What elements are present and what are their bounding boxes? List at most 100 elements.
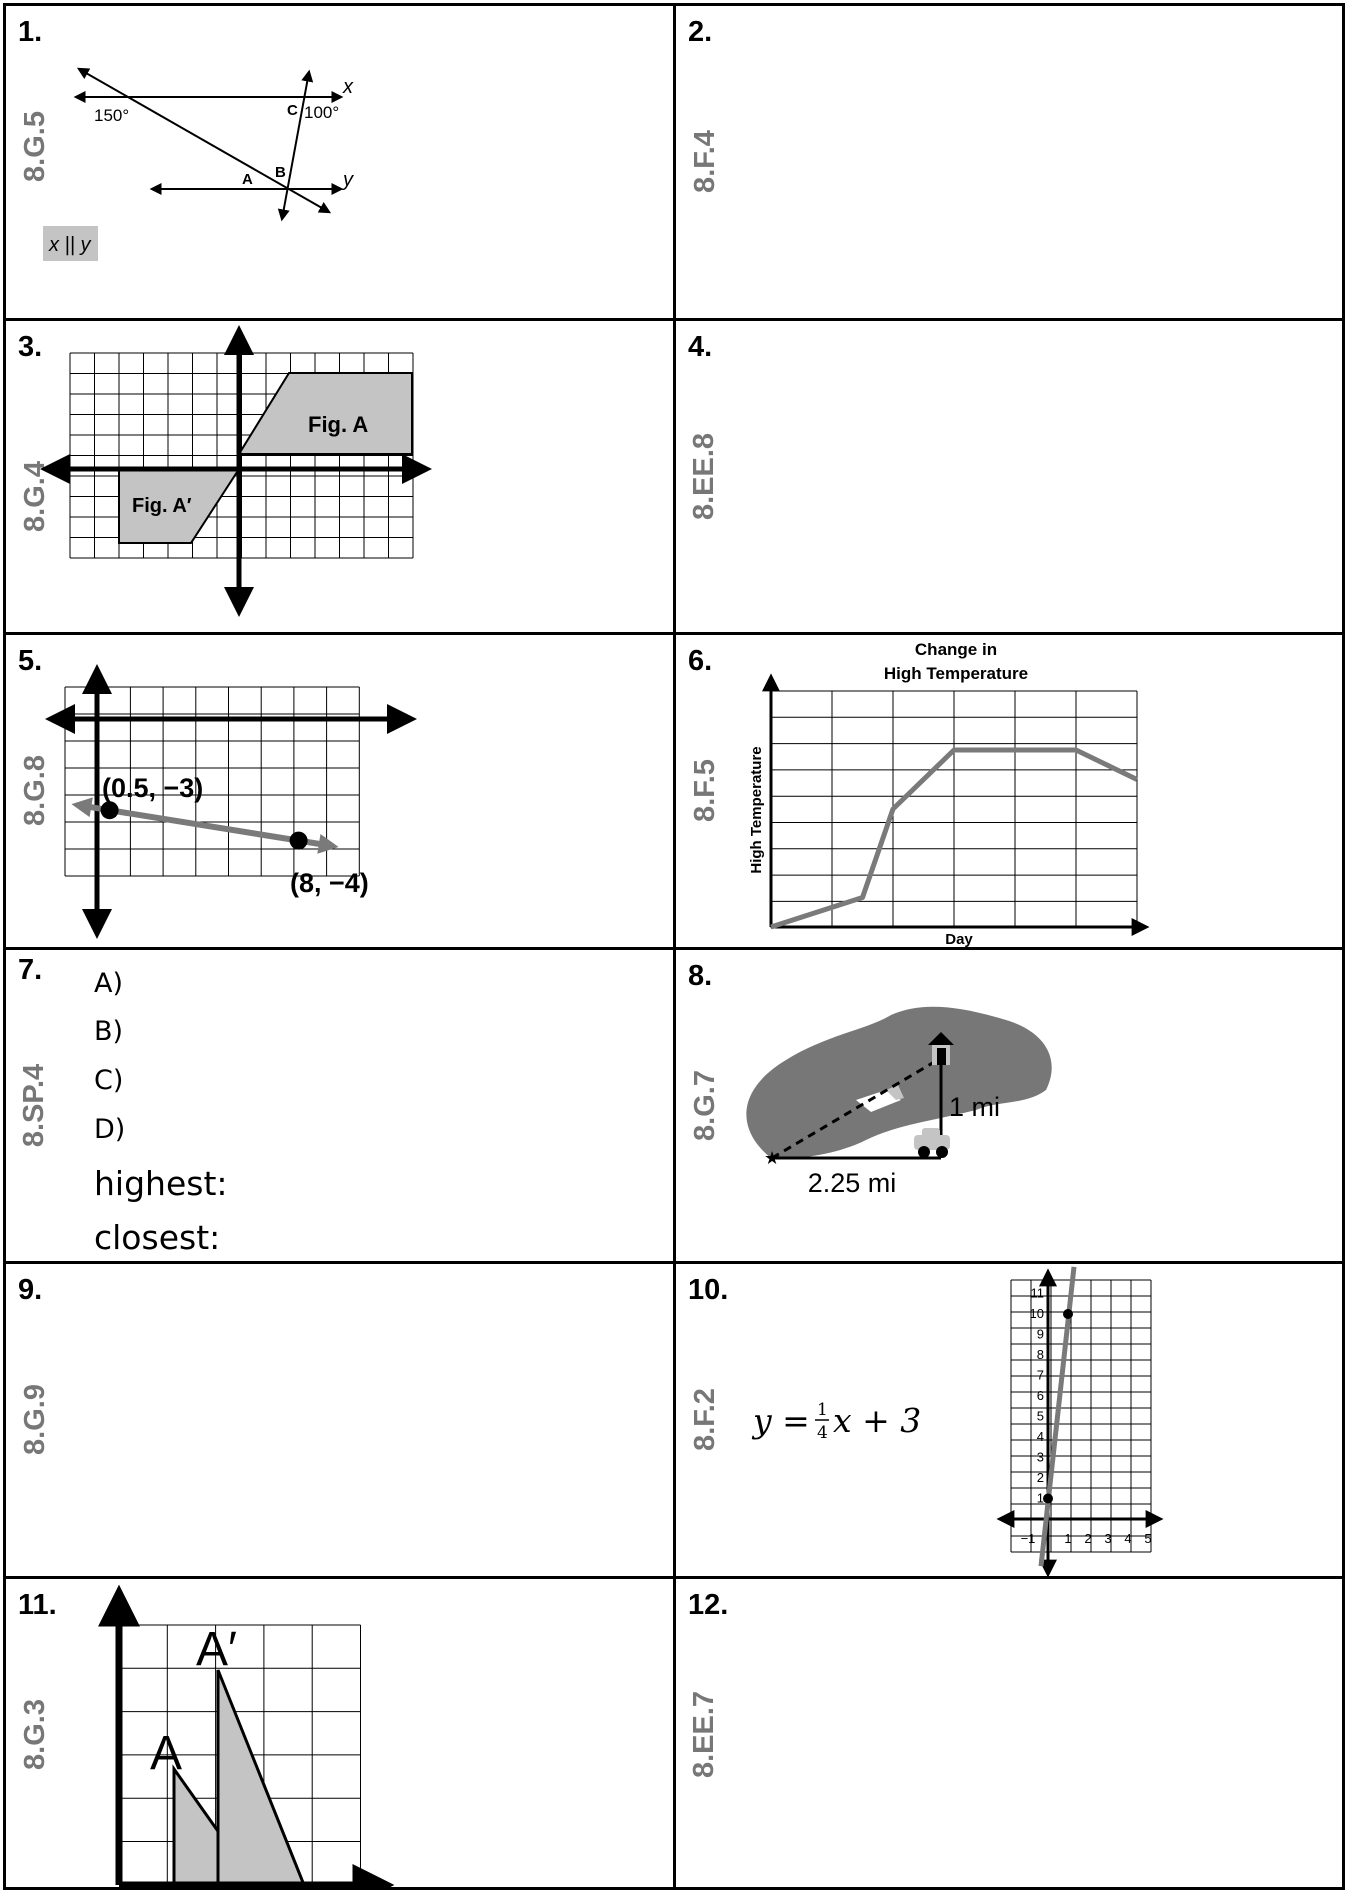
y-tick-label: 11 [1031,1286,1045,1301]
parallel-note-box [43,226,98,261]
y-tick-label: 1 [1037,1491,1044,1506]
problem-number: 5. [18,645,43,677]
cell-6: 6. 8.F.5 Change in High Temperature Day … [673,632,1345,950]
transformation-grid: Fig. A Fig. A′ [40,325,432,617]
problem-number: 4. [688,331,713,363]
label-b: B [275,164,286,181]
label-y: y [341,169,354,191]
highest-label: highest: [94,1164,228,1203]
label-x: x [342,76,354,98]
data-point-1 [1043,1493,1053,1504]
standard-label: 8.EE.8 [688,432,721,520]
problem-number: 9. [18,1274,43,1306]
triangle-a-prime [216,1669,307,1887]
cell-4: 4. 8.EE.8 [673,318,1345,635]
parallel-lines-diagram: 150° 100° x y A B C x || y [43,67,354,261]
y-tick-label: 7 [1037,1368,1044,1383]
dilation-diagram: A A′ [98,1584,395,1887]
cell-3: 3. 8.G.4 Fig. A Fig. A′ [3,318,676,635]
chart-title-line2: High Temperature [884,664,1028,683]
y-tick-label: 2 [1037,1470,1044,1485]
y-tick-label: 8 [1037,1347,1044,1362]
boat-icon [856,1090,901,1112]
temperature-series-line [770,747,1139,930]
cell-1: 1. 8.G.5 150° 100° x y A B C x || y [3,3,676,321]
house-roof-icon [928,1032,954,1045]
equation-lhs: y = [751,1401,810,1440]
y-tick-label: 6 [1037,1388,1044,1403]
x-tick-label: 3 [1104,1531,1111,1546]
x-tick-label: −1 [1021,1531,1036,1546]
cell-7: 7. 8.SP.4 A) B) C) D) highest: closest: [3,947,676,1264]
data-point-1 [100,801,119,820]
y-axis-label: High Temperature [748,746,765,873]
problem-number: 10. [688,1274,729,1306]
point-label-1: (0.5, −3) [102,773,203,803]
option-a: A) [94,968,124,999]
label-a: A [150,1727,182,1780]
vertical-distance-label: 1 mi [949,1092,1000,1122]
horizontal-distance-label: 2.25 mi [808,1168,897,1198]
problem-number: 7. [18,954,43,986]
cell-9: 9. 8.G.9 [3,1261,676,1579]
option-c: C) [94,1065,124,1096]
cell-8: 8. 8.G.7 ★ 1 mi 2.25 mi [673,947,1345,1264]
equation-denominator: 4 [817,1423,828,1443]
label-c: C [287,102,298,119]
problem-number: 2. [688,16,713,48]
label-a-prime: A′ [196,1623,237,1676]
problem-number: 8. [688,960,713,992]
line-arrowhead [317,833,339,854]
problem-number: 1. [18,16,43,48]
star-icon: ★ [764,1148,780,1168]
cell-11: 11. 8.G.3 A A′ [3,1576,676,1890]
angle-label-100: 100° [304,103,339,122]
cell-5: 5. 8.G.8 (0.5, −3) (8, −4) [3,632,676,950]
label-a: A [242,171,253,188]
equation-numerator: 1 [817,1400,828,1420]
diagonal-path [771,1056,942,1160]
x-axis-label: Day [945,931,973,948]
x-tick-label: 1 [1064,1531,1071,1546]
point-label-2: (8, −4) [290,868,369,898]
problem-number: 3. [18,331,43,363]
standard-label: 8.SP.4 [18,1063,51,1147]
y-tick-label: 4 [1037,1429,1044,1444]
fig-a-prime-label: Fig. A′ [132,495,192,517]
standard-label: 8.F.4 [688,129,721,193]
cell-12: 12. 8.EE.7 [673,1576,1345,1890]
line-arrowhead [71,797,93,818]
angle-label-150: 150° [94,106,129,125]
parallel-note: x || y [48,234,92,256]
y-tick-label: 5 [1037,1409,1044,1424]
data-point-2 [1063,1309,1073,1319]
x-tick-label: 4 [1124,1531,1131,1546]
graphed-line [78,802,332,849]
fig-a-label: Fig. A [308,412,368,437]
standard-label: 8.EE.7 [688,1690,721,1778]
y-tick-label: 3 [1037,1450,1044,1465]
cell-2: 2. 8.F.4 [673,3,1345,321]
problem-number: 11. [18,1589,57,1621]
option-b: B) [94,1016,124,1047]
closest-label: closest: [94,1218,221,1257]
y-tick-label: 9 [1037,1327,1044,1342]
transversal-1 [76,67,332,214]
y-tick-label: 10 [1030,1306,1044,1321]
data-point-2 [289,831,308,850]
transversal-2 [277,69,314,222]
option-d: D) [94,1114,126,1145]
equation-rhs: x + 3 [833,1401,921,1440]
lake-distance-diagram: ★ 1 mi 2.25 mi [746,1006,1052,1198]
temperature-chart: Change in High Temperature Day High Temp… [748,640,1150,948]
standard-label: 8.G.9 [18,1383,51,1455]
problem-number: 12. [688,1589,729,1621]
x-tick-label: 2 [1084,1531,1091,1546]
problem-number: 6. [688,645,713,677]
coordinate-line-graph: (0.5, −3) (8, −4) [45,664,417,939]
chart-title-line1: Change in [915,640,997,659]
x-tick-label: 5 [1144,1531,1151,1546]
